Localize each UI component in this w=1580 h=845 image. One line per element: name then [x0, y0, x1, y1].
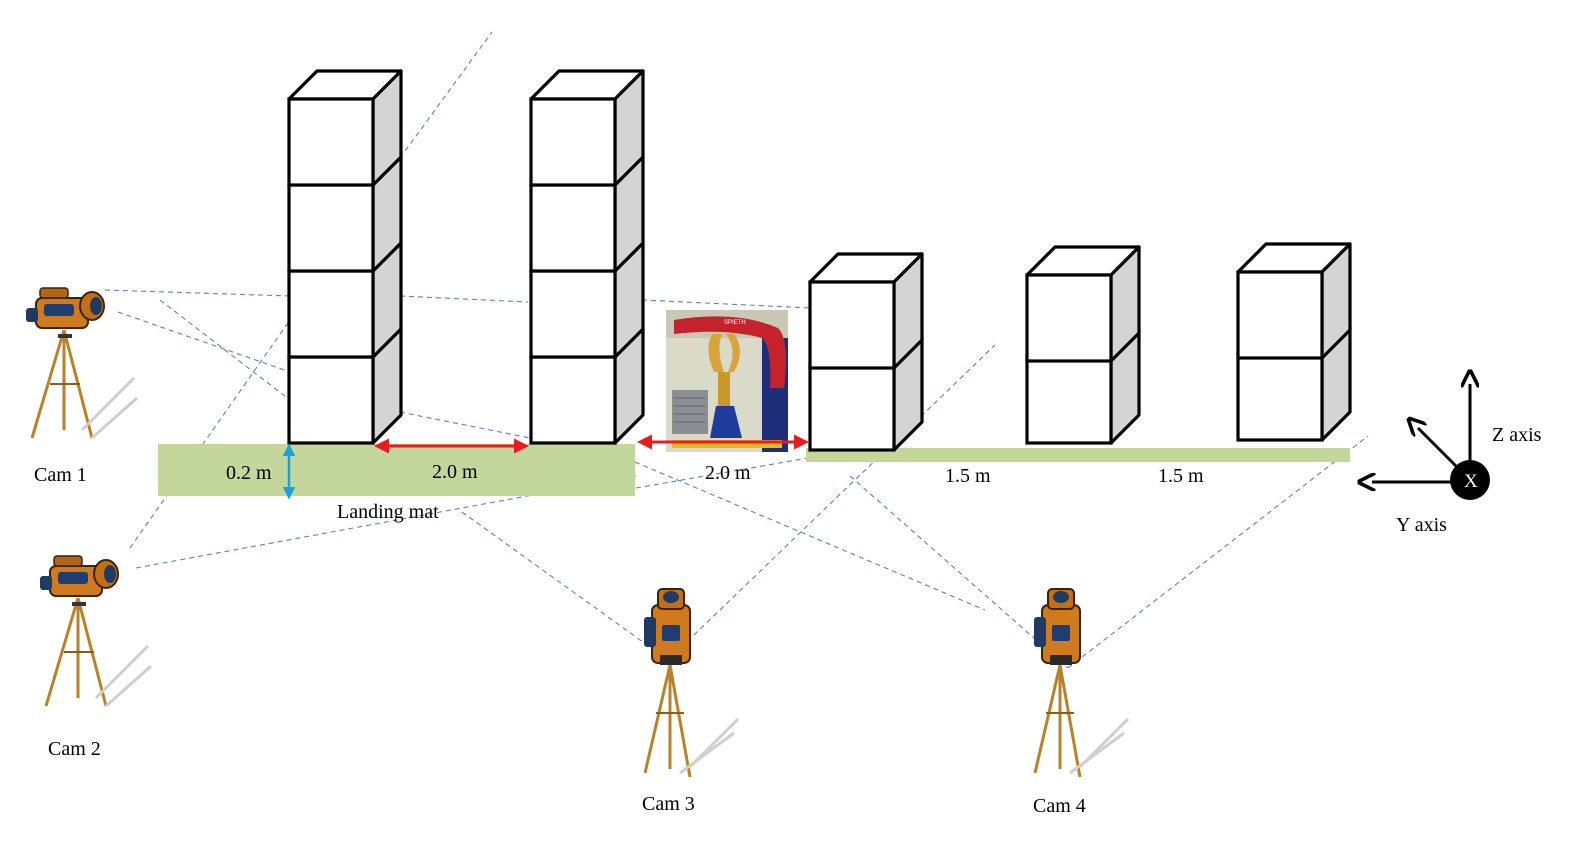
x-axis-label: X	[1464, 471, 1478, 492]
box-stack-2	[529, 69, 645, 445]
camera-3-label: Cam 3	[642, 793, 695, 815]
y-axis-label: Y axis	[1396, 514, 1447, 536]
camera-4-icon	[1032, 587, 1130, 779]
z-axis-label: Z axis	[1492, 424, 1542, 446]
box-stack-3	[808, 252, 924, 452]
landing-mat-label: Landing mat	[337, 501, 439, 523]
camera-4-label: Cam 4	[1033, 795, 1086, 817]
camera-3-icon	[642, 587, 740, 779]
vault-sign-text: SPIETH	[724, 320, 746, 326]
distance-label-1: 2.0 m	[432, 461, 478, 483]
distance-label-4: 1.5 m	[1158, 465, 1204, 487]
vaulting-table-photo: SPIETH	[666, 310, 788, 452]
distance-label-2: 2.0 m	[705, 462, 751, 484]
camera-sight-lines	[104, 31, 1369, 669]
diagonal-axis-arrow	[1418, 428, 1460, 470]
box-stack-1	[287, 69, 403, 445]
box-stack-4	[1025, 245, 1141, 445]
camera-1-icon	[24, 286, 139, 440]
axes-indicator: X Z axis Y axis	[1372, 384, 1542, 536]
camera-2-label: Cam 2	[48, 738, 101, 760]
runway-strip	[806, 448, 1350, 462]
mat-height-label: 0.2 m	[226, 462, 272, 484]
distance-label-3: 1.5 m	[945, 465, 991, 487]
box-stack-5	[1236, 242, 1352, 442]
camera-2-icon	[38, 554, 153, 708]
x-axis-circle	[1450, 460, 1490, 500]
camera-1-label: Cam 1	[34, 464, 87, 486]
